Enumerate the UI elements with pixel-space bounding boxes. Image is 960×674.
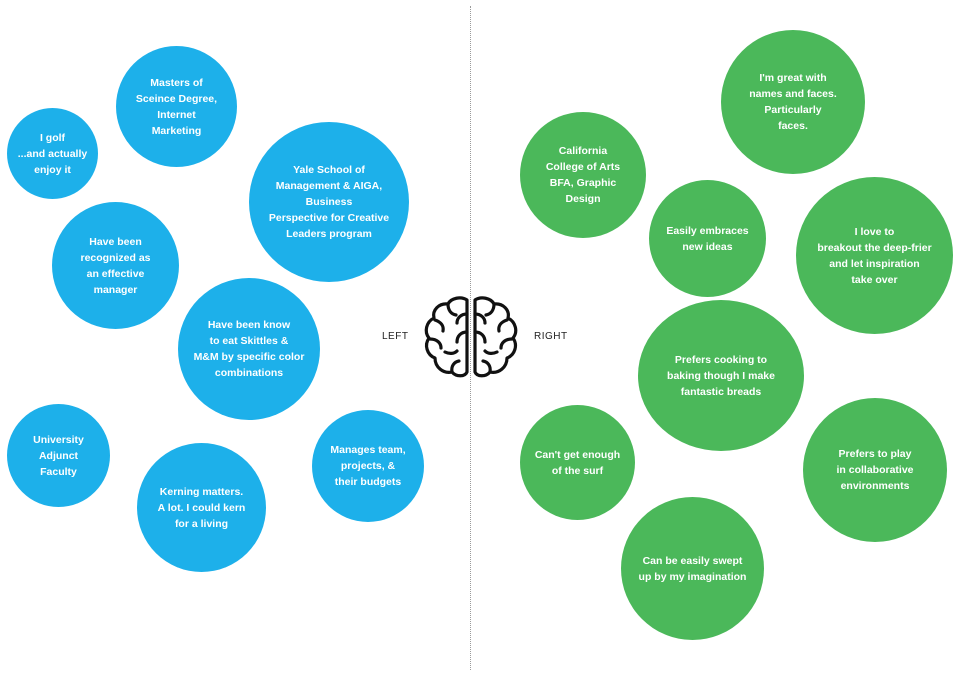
bubble-university: University Adjunct Faculty [7, 404, 110, 507]
bubble-masters: Masters of Sceince Degree, Internet Mark… [116, 46, 237, 167]
bubble-names-faces: I'm great with names and faces. Particul… [721, 30, 865, 174]
bubble-surf: Can't get enough of the surf [520, 405, 635, 520]
bubble-imagination: Can be easily swept up by my imagination [621, 497, 764, 640]
bubble-golf: I golf ...and actually enjoy it [7, 108, 98, 199]
bubble-california: California College of Arts BFA, Graphic … [520, 112, 646, 238]
left-label: LEFT [382, 331, 409, 342]
right-label: RIGHT [534, 331, 568, 342]
bubble-cooking: Prefers cooking to baking though I make … [638, 300, 804, 451]
bubble-deep-frier: I love to breakout the deep-frier and le… [796, 177, 953, 334]
bubble-new-ideas: Easily embraces new ideas [649, 180, 766, 297]
bubble-yale: Yale School of Management & AIGA, Busine… [249, 122, 409, 282]
bubble-skittles: Have been know to eat Skittles & M&M by … [178, 278, 320, 420]
bubble-kerning: Kerning matters. A lot. I could kern for… [137, 443, 266, 572]
bubble-recognized: Have been recognized as an effective man… [52, 202, 179, 329]
bubble-collaborative: Prefers to play in collaborative environ… [803, 398, 947, 542]
bubble-manages: Manages team, projects, & their budgets [312, 410, 424, 522]
brain-icon [424, 296, 518, 378]
center-divider [470, 6, 471, 670]
